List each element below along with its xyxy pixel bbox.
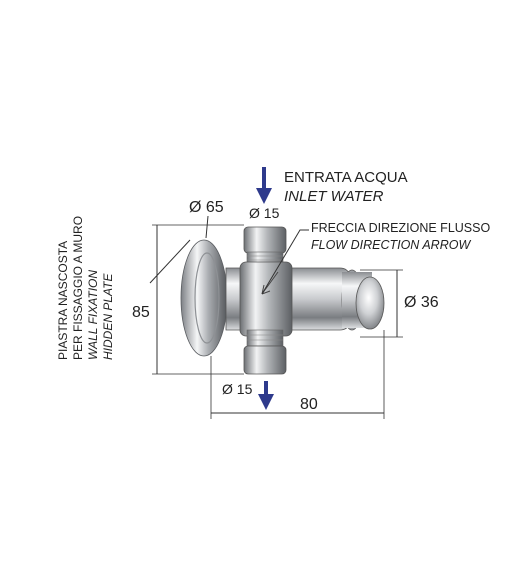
outlet-diameter-label: Ø 15 — [222, 381, 253, 397]
inlet-diameter-label: Ø 15 — [249, 205, 280, 221]
wall-plate-line3: WALL FIXATION — [86, 270, 100, 360]
wall-plate — [180, 239, 228, 357]
inlet-arrow — [256, 167, 272, 204]
plate-diameter-label: Ø 65 — [189, 199, 224, 216]
valve-illustration — [180, 226, 385, 375]
push-button — [355, 276, 385, 330]
flow-arrow-label-en: FLOW DIRECTION ARROW — [311, 238, 471, 252]
plate-diameter-leader — [205, 215, 209, 239]
inlet-nut — [243, 226, 287, 254]
wall-plate-rim — [194, 252, 220, 344]
outlet-thread — [246, 329, 284, 347]
outlet-nut — [243, 345, 287, 375]
length-label: 80 — [300, 396, 318, 413]
wall-plate-note: PIASTRA NASCOSTA PER FISSAGGIO A MURO WA… — [56, 216, 115, 360]
wall-plate-line2: PER FISSAGGIO A MURO — [71, 216, 85, 360]
height-label: 85 — [132, 304, 150, 321]
button-diameter-label: Ø 36 — [404, 294, 439, 311]
height-dimension — [152, 224, 244, 375]
button-diameter-dimension — [360, 269, 403, 338]
flow-arrow-label-it: FRECCIA DIREZIONE FLUSSO — [311, 221, 490, 235]
outlet-arrow — [258, 381, 274, 410]
length-dimension — [210, 330, 385, 419]
flow-arrow-leader — [261, 229, 309, 295]
inlet-label-en: INLET WATER — [284, 188, 384, 205]
wall-plate-line1: PIASTRA NASCOSTA — [56, 241, 70, 360]
inlet-label-it: ENTRATA ACQUA — [284, 169, 408, 186]
wall-plate-line4: HIDDEN PLATE — [101, 273, 115, 360]
valve-core — [239, 261, 293, 337]
